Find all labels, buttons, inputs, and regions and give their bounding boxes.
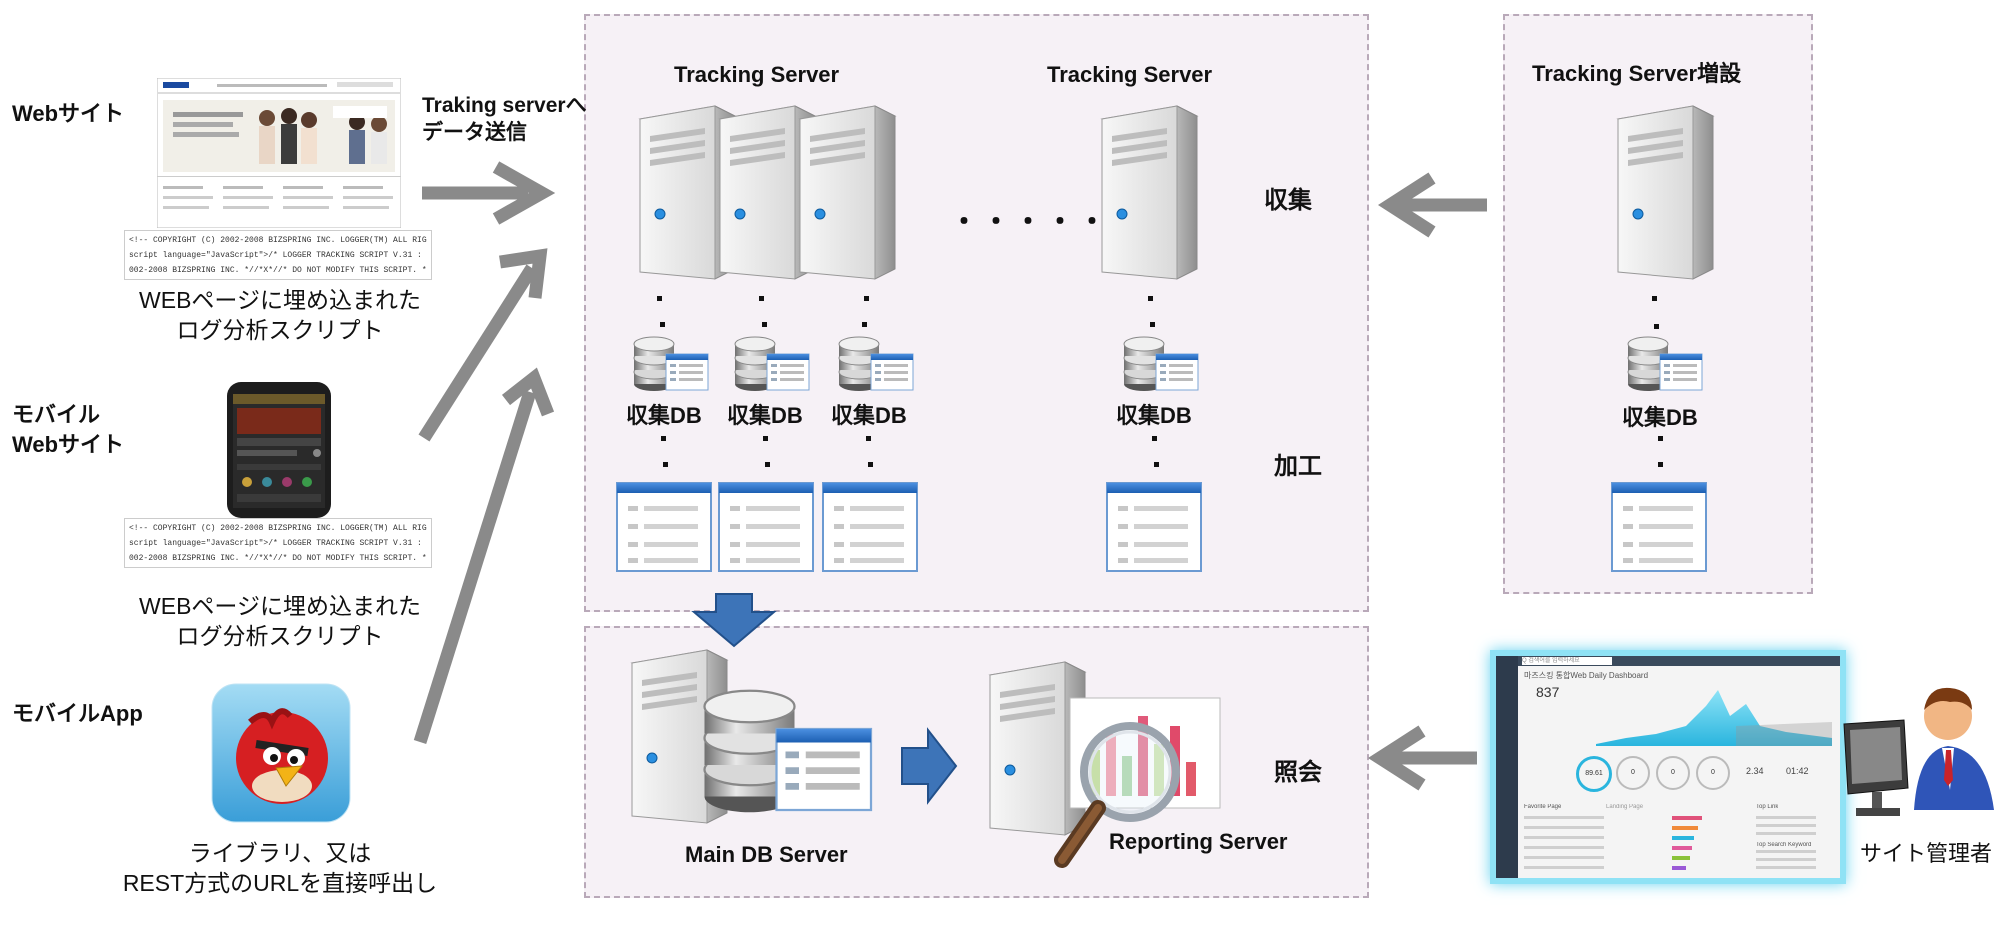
- admin-label: サイト管理者: [1860, 841, 1993, 866]
- web-script-caption: WEBページに埋め込まれた ログ分析スクリプト: [110, 285, 450, 345]
- expansion-arrow-head: [1377, 172, 1436, 238]
- dashboard-screenshot: Q 검색어를 입력하세요 마즈스킹 통합Web Daily Dashboard …: [1490, 650, 1846, 884]
- app-icon: [210, 682, 352, 824]
- dashboard-title: 마즈스킹 통합Web Daily Dashboard: [1524, 671, 1649, 680]
- expansion-db-label: 収集DB: [1622, 405, 1698, 430]
- report-chart-icon: [1040, 690, 1230, 880]
- gauge-value: 0: [1631, 769, 1635, 776]
- main-db-server-label: Main DB Server: [685, 842, 848, 867]
- dashboard-topbar: [1518, 656, 1840, 666]
- app-caption: ライブラリ、又は REST方式のURLを直接呼出し: [90, 838, 470, 898]
- web-arrow-head: [492, 161, 556, 225]
- code-line: script language="JavaScript">/* LOGGER T…: [129, 251, 427, 260]
- website-screenshot: [156, 77, 402, 229]
- query-arrow-head: [1367, 725, 1426, 791]
- down-flow-arrow: [691, 593, 777, 648]
- dashboard-list-title: Favorite Page: [1524, 804, 1562, 810]
- send-data-label: Traking serverへ データ送信: [422, 92, 587, 146]
- mobile-web-label-text: モバイル Webサイト: [12, 402, 125, 457]
- table-window-icon: [822, 482, 918, 572]
- collect-db-label: 収集DB: [626, 403, 702, 428]
- admin-icon: [1838, 680, 1998, 830]
- send-data-text: Traking serverへ データ送信: [422, 94, 587, 144]
- dashboard-search: Q 검색어를 입력하세요: [1522, 657, 1612, 665]
- smartphone-image: [225, 380, 333, 520]
- code-line: 002-2008 BIZSPRING INC. *//*X*//* DO NOT…: [129, 266, 427, 275]
- db-stack-icon: [1626, 334, 1706, 394]
- collect-db-label: 収集DB: [831, 403, 907, 428]
- gauge-value: 0: [1711, 769, 1715, 776]
- server-icon: [1598, 104, 1718, 284]
- app-caption-text: ライブラリ、又は REST方式のURLを直接呼出し: [122, 840, 438, 896]
- dashboard-list-title: Landing Page: [1606, 804, 1644, 810]
- gauge: 0: [1656, 756, 1690, 790]
- gauge-value: 0: [1671, 769, 1675, 776]
- tracking-server-title-1: Tracking Server: [674, 62, 840, 87]
- code-line: 002-2008 BIZSPRING INC. *//*X*//* DO NOT…: [129, 554, 427, 563]
- db-stack-icon: [1122, 334, 1202, 394]
- code-line: <!-- COPYRIGHT (C) 2002-2008 BIZSPRING I…: [129, 524, 427, 533]
- app-arrow-head: [501, 367, 555, 417]
- mobile-web-arrow-line: [418, 264, 538, 442]
- stage-query-label: 照会: [1274, 759, 1322, 786]
- collect-db-label: 収集DB: [727, 403, 803, 428]
- right-flow-arrow: [901, 727, 958, 805]
- dashboard-list-title: Top Link: [1756, 804, 1779, 810]
- mobile-web-arrow-head: [499, 248, 548, 299]
- web-source-label: Webサイト: [12, 101, 125, 126]
- code-line: <!-- COPYRIGHT (C) 2002-2008 BIZSPRING I…: [129, 236, 427, 245]
- main-db-stack-icon: [700, 684, 880, 819]
- table-window-icon: [1106, 482, 1202, 572]
- dashboard-stat: 2.34: [1746, 766, 1764, 776]
- dashboard-list-rows: [1524, 816, 1816, 870]
- dashboard-area-chart: [1596, 690, 1832, 746]
- expansion-title: Tracking Server増設: [1532, 61, 1742, 86]
- db-stack-icon: [632, 334, 712, 394]
- dashboard-stat: 01:42: [1786, 766, 1809, 776]
- code-line: script language="JavaScript">/* LOGGER T…: [129, 539, 427, 548]
- mobile-app-label: モバイルApp: [12, 701, 143, 726]
- stage-process-label: 加工: [1274, 453, 1322, 480]
- web-caption-text: WEBページに埋め込まれた ログ分析スクリプト: [139, 287, 421, 343]
- tracking-server-title-2: Tracking Server: [1047, 62, 1213, 87]
- db-stack-icon: [837, 334, 917, 394]
- table-window-icon: [1611, 482, 1707, 572]
- gauge: 0: [1696, 756, 1730, 790]
- mobile-script-code: <!-- COPYRIGHT (C) 2002-2008 BIZSPRING I…: [124, 518, 432, 568]
- table-window-icon: [616, 482, 712, 572]
- ellipsis: ・・・・・: [950, 206, 1111, 237]
- dashboard-sidebar: [1496, 656, 1518, 878]
- dashboard-list-title: Top Search Keyword: [1756, 842, 1812, 848]
- gauge: 0: [1616, 756, 1650, 790]
- gauge-value: 89.61: [1585, 770, 1603, 777]
- mobile-web-label: モバイル Webサイト: [12, 400, 124, 460]
- stage-collect-label: 収集: [1264, 187, 1312, 214]
- mobile-caption-text: WEBページに埋め込まれた ログ分析スクリプト: [139, 593, 421, 649]
- app-arrow-line: [413, 390, 537, 744]
- collect-db-label: 収集DB: [1116, 403, 1192, 428]
- mobile-script-caption: WEBページに埋め込まれた ログ分析スクリプト: [110, 591, 450, 651]
- dashboard-big-number: 837: [1536, 684, 1560, 700]
- gauge: 89.61: [1576, 756, 1612, 792]
- table-window-icon: [718, 482, 814, 572]
- reporting-server-label: Reporting Server: [1109, 829, 1288, 854]
- db-stack-icon: [733, 334, 813, 394]
- web-script-code: <!-- COPYRIGHT (C) 2002-2008 BIZSPRING I…: [124, 230, 432, 280]
